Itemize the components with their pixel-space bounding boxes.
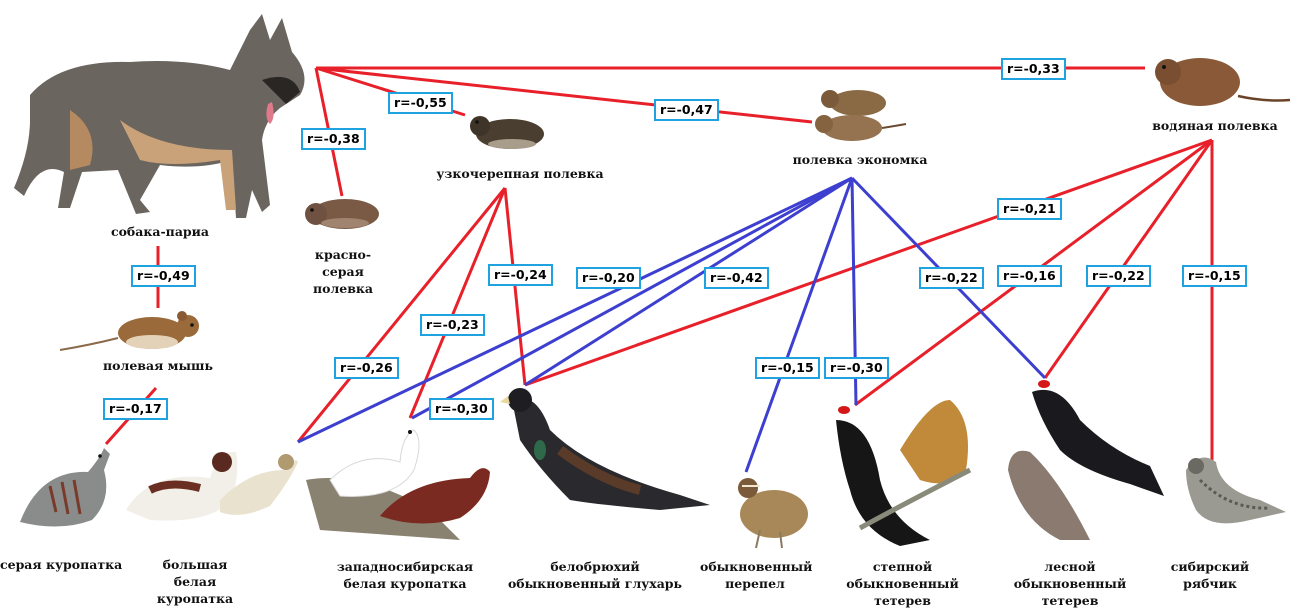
corr-root-steppe: r=-0,30 [824,357,889,379]
grey-partridge-illustration [20,448,110,527]
corr-mouse-partridge: r=-0,17 [103,398,168,420]
label-ws-ptarmigan: западносибирская белая куропатка [336,559,474,591]
label-hazel-grouse: сибирский рябчик [1170,559,1250,591]
label-steppe-grouse: степной обыкновенный тетерев [846,559,959,608]
label-field-mouse: полевая мышь [103,358,213,373]
label-water-vole: водяная полевка [1152,118,1278,133]
corr-root-forest: r=-0,22 [919,267,984,289]
quail-illustration [738,478,808,549]
narrow-vole-illustration [470,116,544,149]
field-mouse-illustration [59,311,199,351]
vole-links [297,176,1047,473]
steppe-grouse-illustration [836,400,972,546]
link-water-capercaillie [524,138,1213,387]
big-ptarmigan-illustration [126,451,298,521]
water-vole-illustration [1155,58,1291,106]
corr-narrow-ws: r=-0,23 [420,314,485,336]
label-grey-vole: красно-серая полевка [312,247,374,296]
hazel-grouse-illustration [1186,457,1286,524]
root-vole-illustration [815,90,907,141]
corr-water-steppe: r=-0,16 [997,265,1062,287]
link-narrow-ws-ptarmigan [408,187,507,419]
dog-illustration [14,14,305,218]
label-root-vole: полевка экономка [792,152,928,167]
link-root-big-ptarmigan [297,176,853,444]
label-forest-grouse: лесной обыкновенный тетерев [1013,559,1127,608]
link-dog-root-vole [315,66,813,124]
capercaillie-illustration [500,388,710,510]
corr-dog-grey: r=-0,38 [301,128,366,150]
label-grey-partridge: серая куропатка [0,557,123,572]
corr-root-big: r=-0,20 [576,267,641,289]
label-quail: обыкновенный перепел [700,559,813,591]
corr-water-hazel: r=-0,15 [1182,265,1247,287]
label-capercaillie: белобрюхий обыкновенный глухарь [507,559,683,591]
grey-vole-illustration [305,199,379,229]
corr-root-ws: r=-0,30 [429,398,494,420]
corr-dog-mouse: r=-0,49 [131,265,196,287]
corr-dog-narrow: r=-0,55 [388,92,453,114]
corr-root-caper: r=-0,42 [704,267,769,289]
link-root-ws-ptarmigan [411,176,853,420]
link-root-capercaillie [524,176,853,387]
forest-grouse-illustration [1008,380,1164,540]
corr-dog-root: r=-0,47 [654,99,719,121]
link-root-quail [744,177,854,473]
label-narrow-vole: узкочерепная полевка [436,166,604,181]
ws-ptarmigan-illustration [306,429,490,540]
link-water-forest-grouse [1043,139,1214,379]
corr-dog-water: r=-0,33 [1001,58,1066,80]
link-narrow-capercaillie [503,187,527,386]
corr-narrow-caper: r=-0,24 [488,264,553,286]
corr-water-caper: r=-0,21 [997,198,1062,220]
link-narrow-big-ptarmigan [296,187,507,443]
corr-root-quail: r=-0,15 [755,357,820,379]
label-dog: собака-париа [110,224,210,239]
corr-narrow-big: r=-0,26 [334,357,399,379]
corr-water-forest: r=-0,22 [1086,265,1151,287]
label-big-ptarmigan: большая белая куропатка [156,557,234,606]
